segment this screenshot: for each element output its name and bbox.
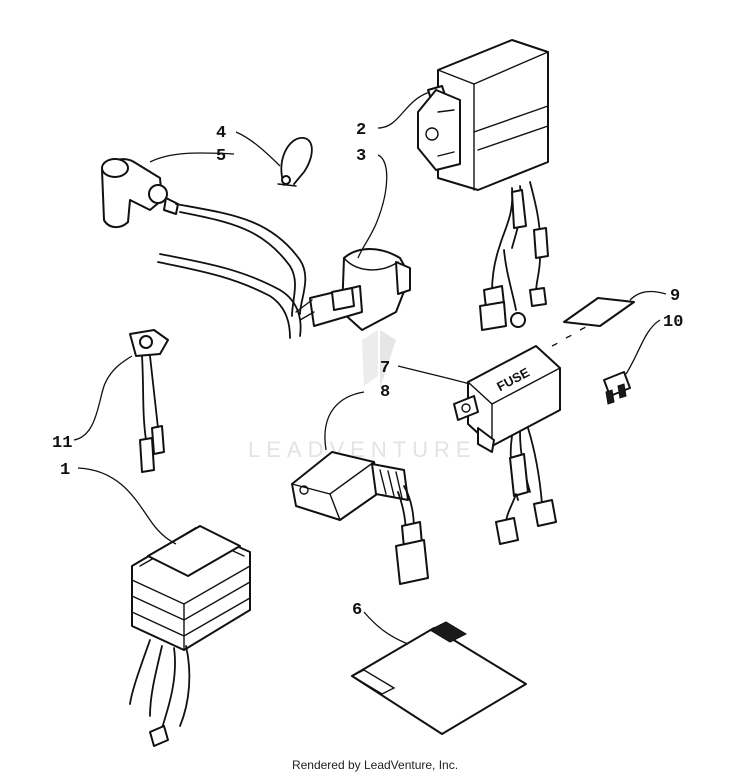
footer-credit: Rendered by LeadVenture, Inc. (291, 758, 459, 772)
leader-6 (363, 611, 409, 645)
callout-3: 3 (356, 147, 366, 166)
callout-2: 2 (356, 121, 366, 140)
leader-5 (149, 152, 235, 163)
watermark: LEADVENTURE (248, 330, 471, 462)
leader-11 (73, 355, 133, 441)
part-10-fuse[interactable] (603, 371, 631, 405)
callout-6: 6 (352, 601, 362, 620)
leader-1 (77, 467, 177, 545)
part-9-decal[interactable] (563, 297, 635, 327)
leader-10 (625, 319, 661, 375)
callout-9: 9 (670, 287, 680, 306)
part-1-regulator[interactable] (129, 525, 251, 747)
callout-8: 8 (380, 383, 390, 402)
leader-9 (629, 290, 667, 301)
leader-8 (324, 391, 365, 451)
callout-10: 10 (663, 313, 683, 332)
leader-7 (397, 365, 471, 385)
part-7-fuse-box[interactable]: FUSE (453, 345, 561, 545)
part-6-pad[interactable] (350, 621, 527, 735)
callout-5: 5 (216, 147, 226, 166)
part-2-cdi-box[interactable] (417, 39, 549, 331)
part-8-module[interactable] (291, 451, 429, 585)
callout-4: 4 (216, 124, 226, 143)
part-3-ignition-coil[interactable] (157, 203, 411, 339)
part-4-clamp[interactable] (277, 137, 313, 187)
callout-11: 11 (52, 434, 72, 453)
leader-3 (357, 154, 388, 259)
part-11-sensor[interactable] (129, 329, 169, 473)
callout-7: 7 (380, 359, 390, 378)
leader-2 (377, 91, 431, 129)
leader-4 (235, 131, 281, 167)
part-5-spark-plug-cap[interactable] (101, 158, 179, 228)
callout-1: 1 (60, 461, 70, 480)
